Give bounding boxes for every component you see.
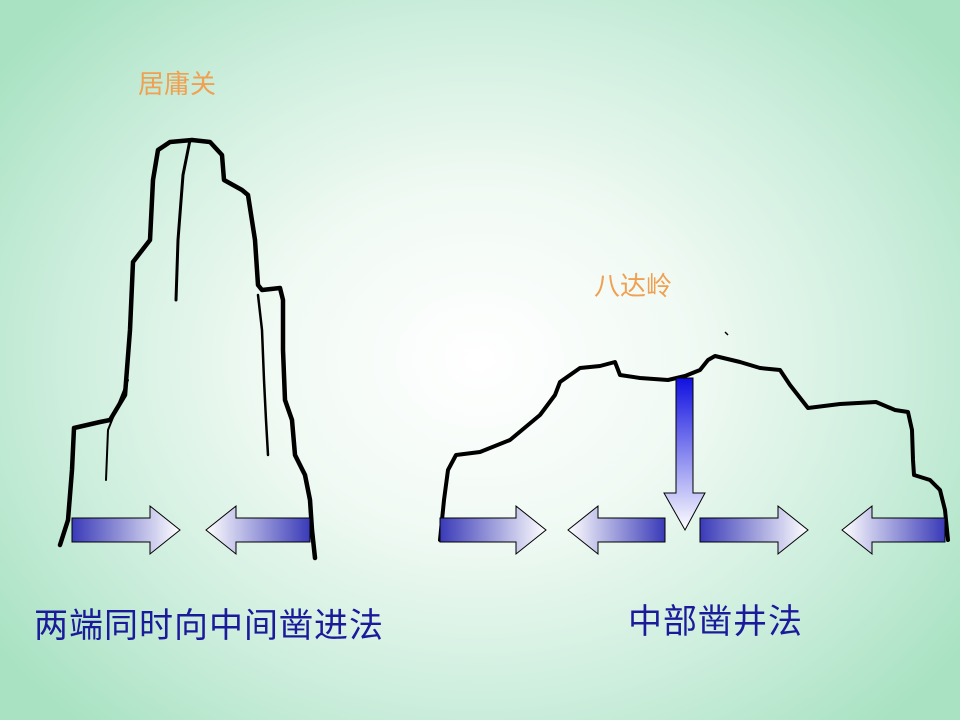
- caption-both-ends-method: 两端同时向中间凿进法: [34, 606, 384, 646]
- mountain-juyongguan: [57, 137, 318, 561]
- arrow-left-outer-2: [841, 504, 946, 556]
- arrow-left-inner-1: [567, 504, 666, 556]
- arrow-down-shaft: [663, 377, 706, 532]
- arrow-right-inner-2: [699, 504, 809, 556]
- label-badaling: 八达岭: [594, 272, 673, 302]
- arrow-left-left-pair: [205, 504, 311, 556]
- caption-middle-shaft-method: 中部凿井法: [628, 602, 803, 642]
- arrow-right-left-pair: [71, 504, 181, 556]
- arrow-right-outer-1: [439, 504, 547, 556]
- mountain-badaling: [438, 331, 950, 542]
- label-juyongguan: 居庸关: [138, 70, 217, 100]
